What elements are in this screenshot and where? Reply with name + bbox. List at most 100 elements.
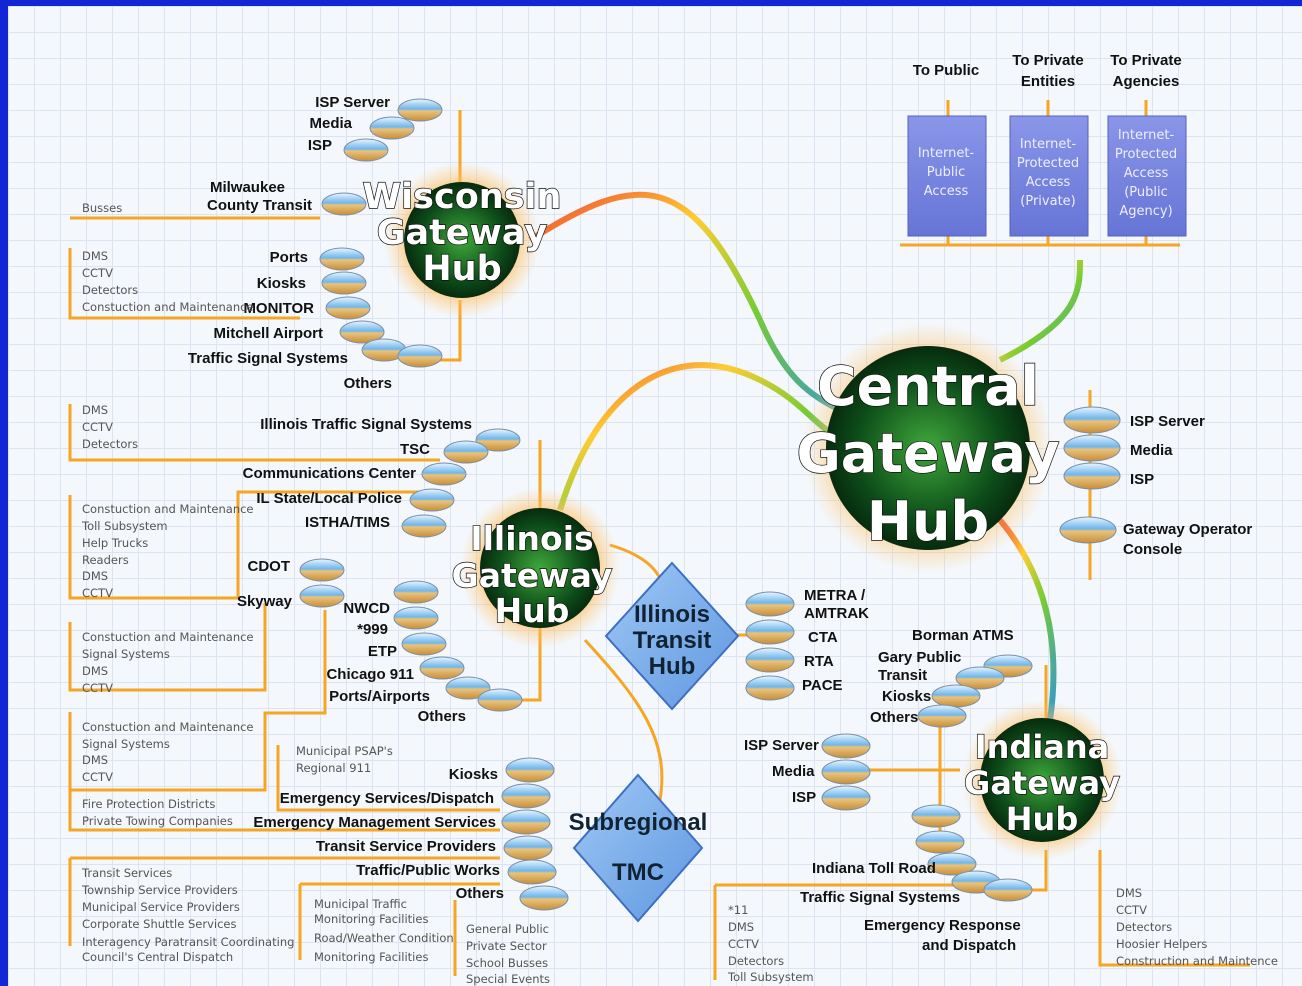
il-signal-systems: Signal Systems <box>82 647 170 661</box>
transit-node-labels: METRA / AMTRAK CTA RTA PACE <box>802 587 869 694</box>
box2-line3: Access <box>1026 175 1071 190</box>
transit-services: Transit Services <box>81 866 172 880</box>
interagency-paratransit: Interagency Paratransit Coordinating <box>82 935 294 949</box>
monitor-label: MONITOR <box>243 300 314 317</box>
node-disks <box>299 98 1121 911</box>
in-kiosks-label: Kiosks <box>882 688 931 705</box>
general-public: General Public <box>466 922 549 936</box>
central-node-labels: ISP Server Media ISP Gateway Operator Co… <box>1123 413 1252 558</box>
wi-media-label: Media <box>309 115 352 132</box>
wisconsin-small-labels: Busses DMS CCTV Detectors Constuction an… <box>82 201 254 314</box>
tmc-node-labels: Kiosks Emergency Services/Dispatch Emerg… <box>253 766 504 902</box>
municipal-psaps: Municipal PSAP's <box>296 744 393 758</box>
wi-isp-label: ISP <box>308 137 332 154</box>
box2-line1: Internet- <box>1020 137 1077 152</box>
il-cctv-2: CCTV <box>82 586 113 600</box>
tsc-label: TSC <box>400 441 430 458</box>
il-help-trucks: Help Trucks <box>82 536 148 550</box>
transit-hub-line3: Hub <box>649 653 696 680</box>
diagram-canvas: Internet- Public Access Internet- Protec… <box>8 6 1302 986</box>
istha-label: ISTHA/TIMS <box>305 514 390 531</box>
wisconsin-hub-line1: Wisconsin <box>363 177 562 217</box>
councils-dispatch: Council's Central Dispatch <box>82 950 233 964</box>
toll-road-label: Indiana Toll Road <box>812 860 936 877</box>
il-cctv-1: CCTV <box>82 420 113 434</box>
amtrak-label: AMTRAK <box>804 605 869 622</box>
emergency-management-label: Emergency Management Services <box>253 814 496 831</box>
in-traffic-signal-label: Traffic Signal Systems <box>800 889 960 906</box>
tmc-construction: Constuction and Maintenance <box>82 720 254 734</box>
in-others-label: Others <box>870 709 918 726</box>
in-dms-2: DMS <box>1116 886 1142 900</box>
tmc-kiosks-label: Kiosks <box>449 766 498 783</box>
transit-hub-line1: Illinois <box>634 601 710 628</box>
header-private-agencies-2: Agencies <box>1113 73 1180 90</box>
illinois-node-labels: Illinois Traffic Signal Systems TSC Comm… <box>237 416 472 725</box>
illinois-hub <box>460 488 620 648</box>
wisconsin-hub-line3: Hub <box>422 249 501 289</box>
in-hoosier-helpers: Hoosier Helpers <box>1116 937 1207 951</box>
wi-detectors: Detectors <box>82 283 138 297</box>
il-dms-1: DMS <box>82 403 108 417</box>
wi-cctv: CCTV <box>82 266 113 280</box>
il-construction-1: Constuction and Maintenance <box>82 502 254 516</box>
wisconsin-hub <box>384 162 540 318</box>
wi-traffic-signal-label: Traffic Signal Systems <box>188 350 348 367</box>
tmc-others-label: Others <box>456 885 504 902</box>
wisconsin-node-labels: ISP Server Media ISP Milwaukee County Tr… <box>188 94 392 392</box>
school-busses: School Busses <box>466 956 548 970</box>
indiana-hub-line2: Gateway <box>964 764 1120 802</box>
wi-ports-label: Ports <box>270 249 308 266</box>
pace-label: PACE <box>802 677 843 694</box>
emergency-response-label: Emergency Response <box>864 917 1021 934</box>
rta-label: RTA <box>804 653 834 670</box>
in-construction: Construction and Maintence <box>1116 954 1278 968</box>
emergency-services-label: Emergency Services/Dispatch <box>280 790 494 807</box>
central-hub-line3: Hub <box>867 490 989 553</box>
regional-911: Regional 911 <box>296 761 371 775</box>
municipal-service: Municipal Service Providers <box>82 900 240 914</box>
in-isp-label: ISP <box>792 789 816 806</box>
wisconsin-hub-line2: Gateway <box>377 213 548 253</box>
wi-kiosks-label: Kiosks <box>257 275 306 292</box>
private-sector: Private Sector <box>466 939 547 953</box>
box2-line4: (Private) <box>1020 194 1075 209</box>
in-cctv-2: CCTV <box>1116 903 1147 917</box>
in-star11: *11 <box>728 903 748 917</box>
indiana-hub-line1: Indiana <box>975 728 1110 766</box>
communications-center-label: Communications Center <box>243 465 417 482</box>
header-public: To Public <box>913 62 979 79</box>
tmc-signal-systems: Signal Systems <box>82 737 170 751</box>
road-weather: Road/Weather Condition <box>314 931 454 945</box>
fire-protection: Fire Protection Districts <box>82 797 215 811</box>
central-hub <box>803 323 1053 573</box>
monitoring-facilities-2: Monitoring Facilities <box>314 950 428 964</box>
il-readers: Readers <box>82 553 129 567</box>
special-events: Special Events <box>466 972 550 986</box>
transit-service-providers-label: Transit Service Providers <box>316 838 496 855</box>
municipal-traffic: Municipal Traffic <box>314 897 407 911</box>
subregional-tmc-diamond <box>572 773 704 923</box>
wi-isp-server-label: ISP Server <box>315 94 390 111</box>
box2-line2: Protected <box>1017 156 1079 171</box>
private-towing: Private Towing Companies <box>82 814 233 828</box>
il-toll-subsystem: Toll Subsystem <box>81 519 168 533</box>
ports-airports-label: Ports/Airports <box>329 688 430 705</box>
box3-line1: Internet- <box>1118 128 1175 143</box>
in-detectors-2: Detectors <box>1116 920 1172 934</box>
box1-line1: Internet- <box>918 146 975 161</box>
il-dms-2: DMS <box>82 569 108 583</box>
tmc-small-labels: Constuction and Maintenance Signal Syste… <box>81 720 550 986</box>
illinois-hub-line2: Gateway <box>452 556 613 595</box>
wi-others-label: Others <box>344 375 392 392</box>
il-cctv-3: CCTV <box>82 681 113 695</box>
console-label: Console <box>1123 541 1182 558</box>
box3-line2: Protected <box>1115 147 1177 162</box>
nwcd-label: NWCD <box>343 600 390 617</box>
il-others-label: Others <box>418 708 466 725</box>
header-private-entities-2: Entities <box>1021 73 1075 90</box>
link-wisconsin-central <box>528 191 862 423</box>
milwaukee-label: Milwaukee <box>210 179 285 196</box>
access-boxes <box>907 115 1187 237</box>
wi-construction: Constuction and Maintenance <box>82 300 254 314</box>
